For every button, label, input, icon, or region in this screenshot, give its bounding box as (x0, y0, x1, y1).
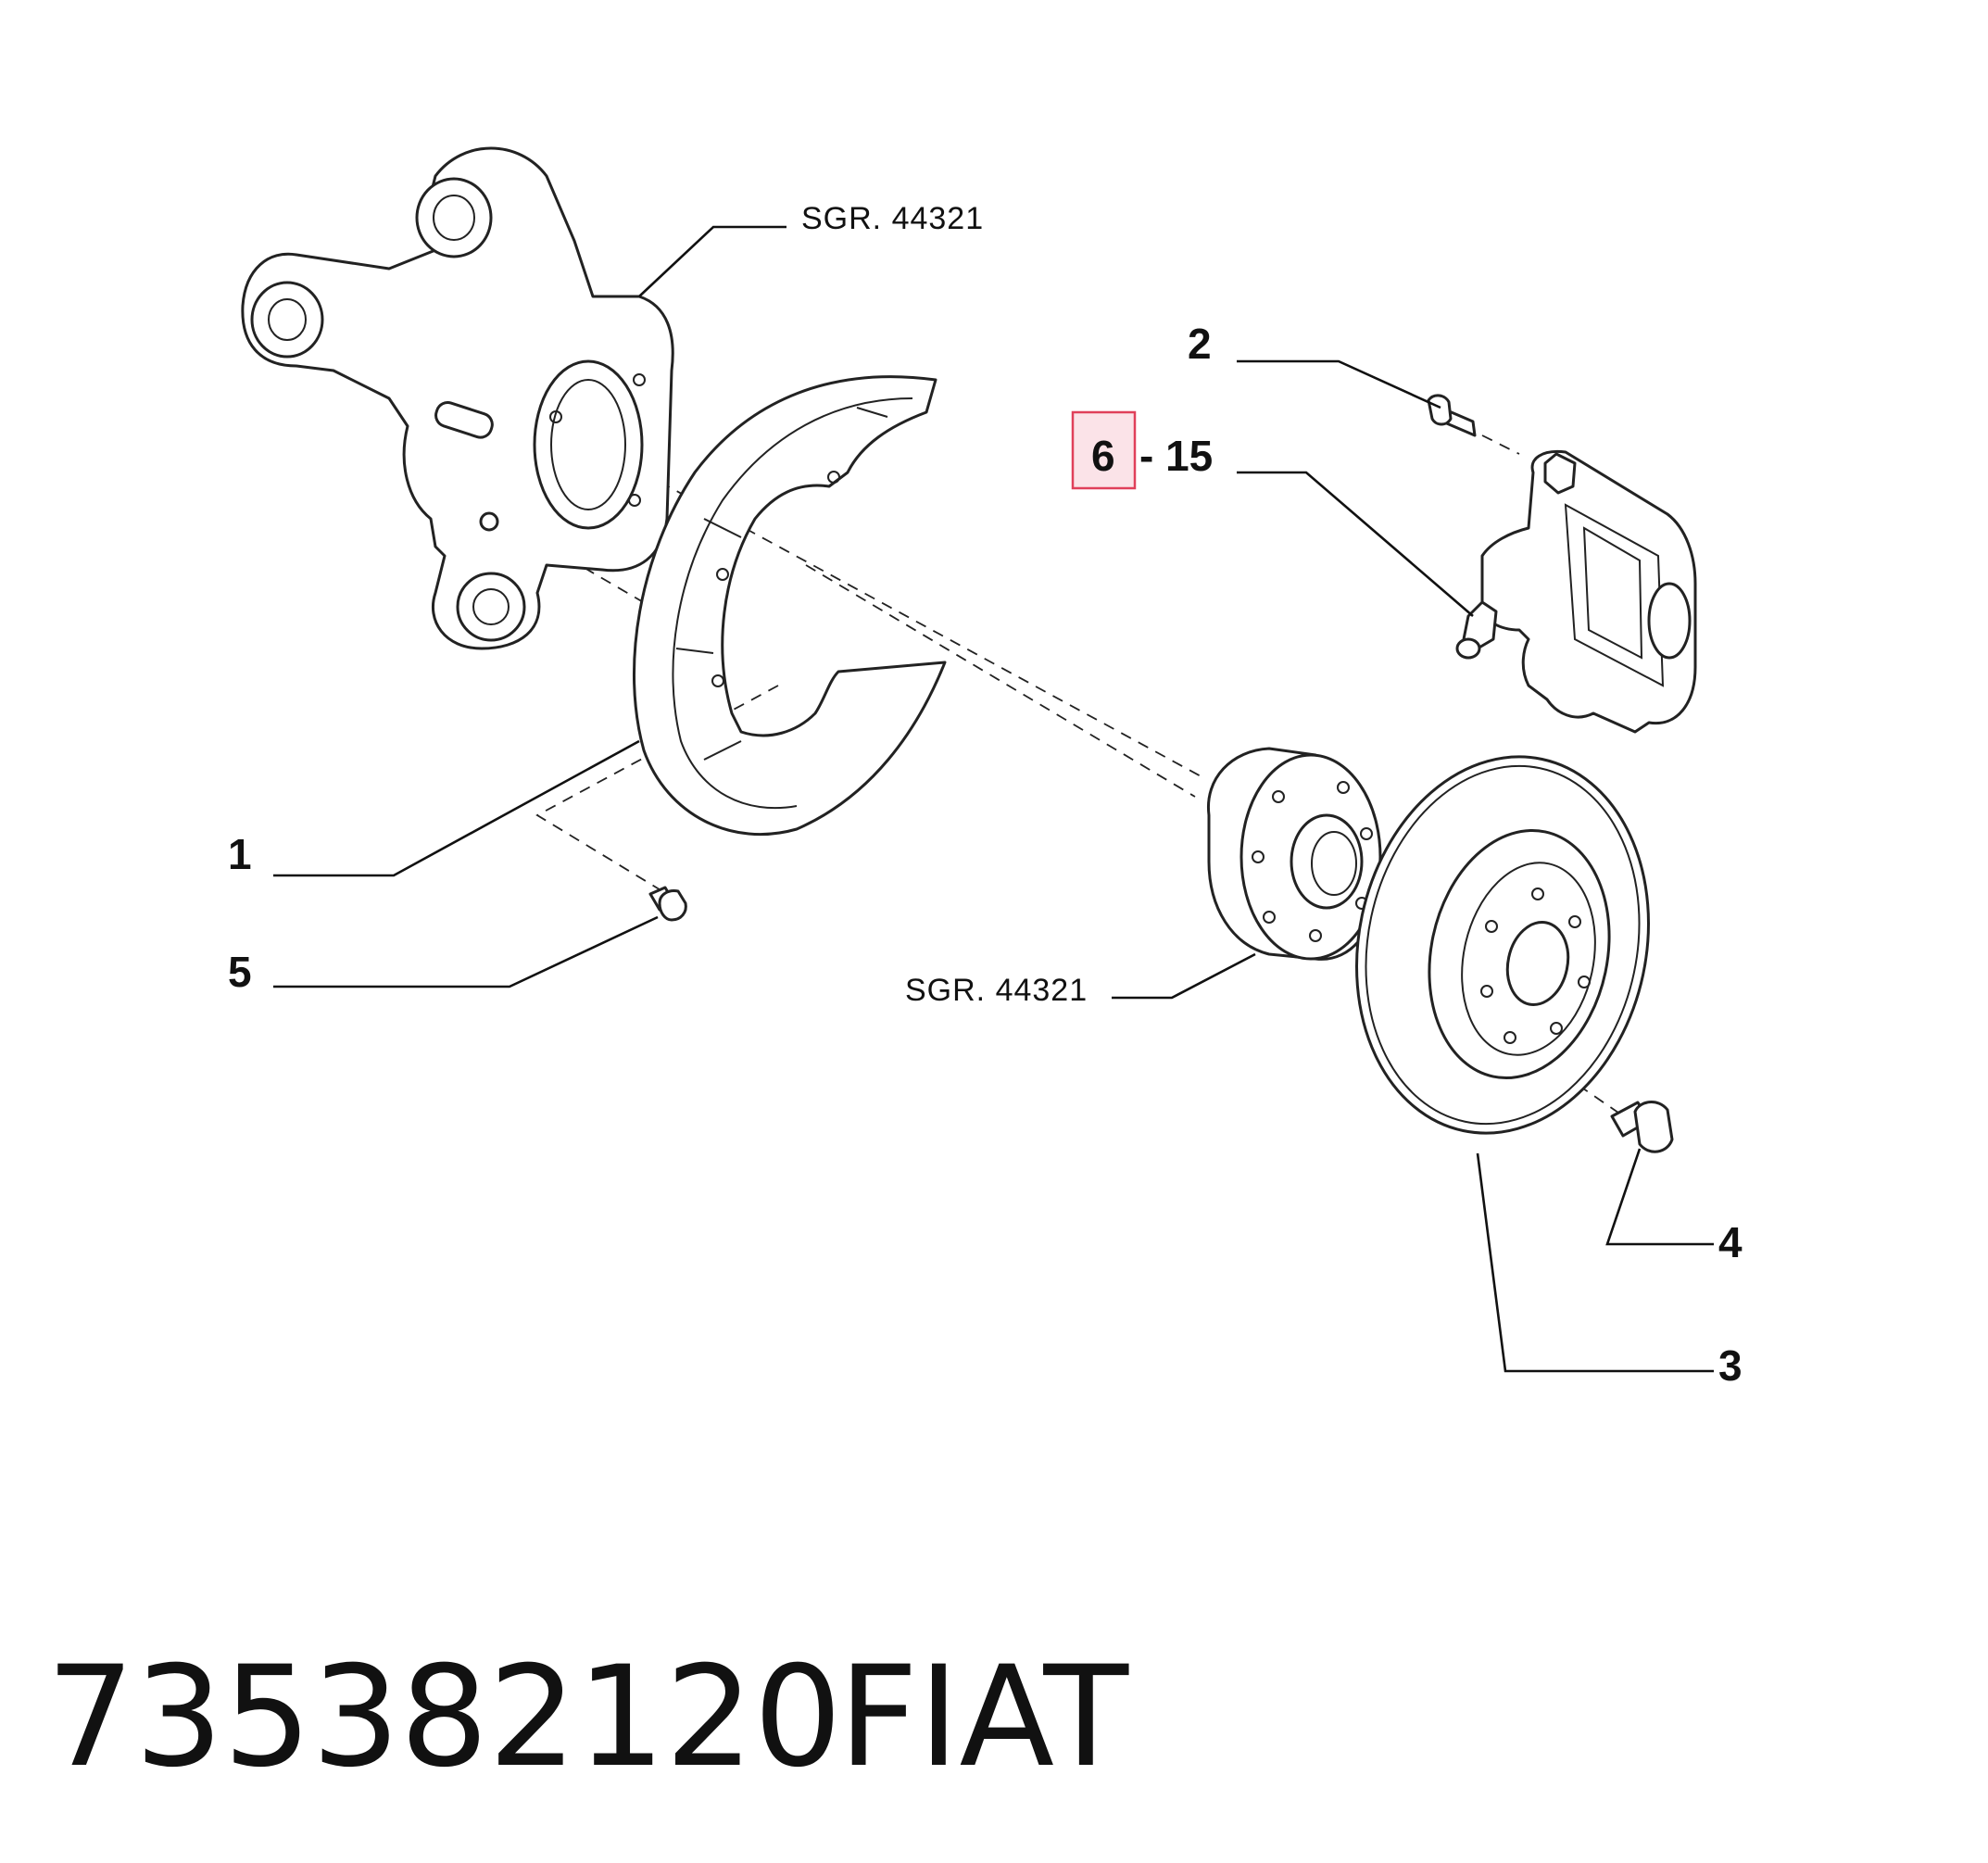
callout-6-suffix: - 15 (1139, 432, 1213, 480)
callout-6-highlight (1071, 410, 1137, 490)
callout-6: 6 (1091, 432, 1115, 480)
brake-backing-plate (632, 375, 947, 837)
brake-disc (1355, 755, 1650, 1135)
knuckle-reference: SGR. 44321 (801, 201, 984, 236)
backing-plate-bolt (648, 886, 687, 922)
part-number: 735382120 (46, 1637, 842, 1798)
caliper-bolt (1427, 394, 1477, 437)
callout-4: 4 (1718, 1218, 1743, 1266)
leader-lines (273, 225, 1714, 1373)
disc-bolt (1610, 1101, 1674, 1153)
wheel-hub-bearing (1206, 747, 1382, 961)
callout-2: 2 (1188, 320, 1212, 368)
callout-1: 1 (228, 830, 252, 878)
hub-reference: SGR. 44321 (905, 973, 1088, 1008)
brand-name: FIAT (838, 1637, 1129, 1798)
callout-5: 5 (228, 948, 252, 996)
callout-3: 3 (1718, 1341, 1743, 1390)
brake-caliper (1455, 449, 1697, 734)
steering-knuckle (241, 146, 674, 650)
